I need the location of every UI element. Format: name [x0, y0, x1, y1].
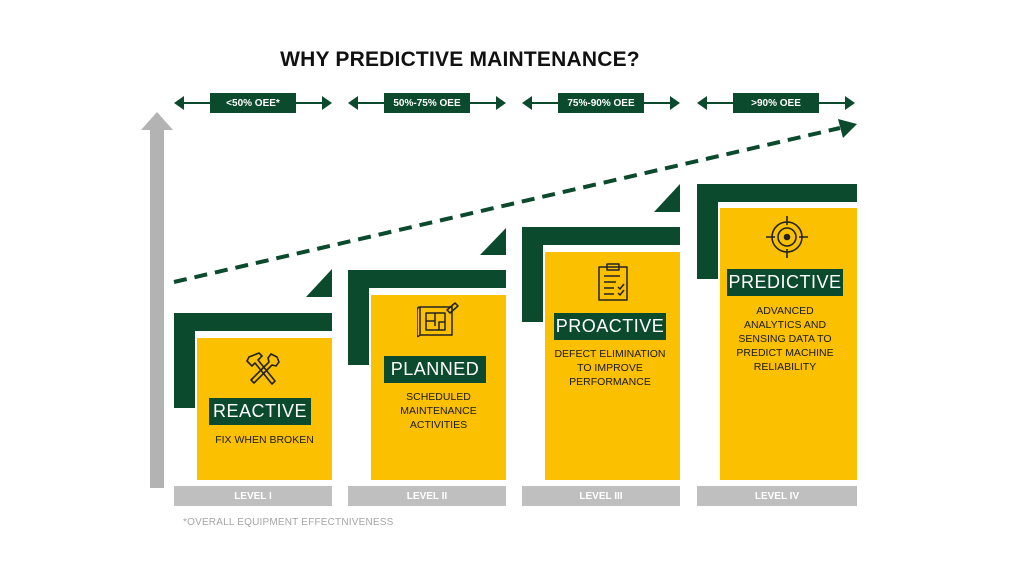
level-label-3: LEVEL III — [522, 486, 680, 506]
stage-description-predictive: ADVANCED ANALYTICS AND SENSING DATA TO P… — [736, 305, 834, 373]
level-label-4: LEVEL IV — [697, 486, 857, 506]
stage-badge-proactive: PROACTIVE — [554, 313, 666, 340]
level-label-1: LEVEL I — [174, 486, 332, 506]
diagram-title: WHY PREDICTIVE MAINTENANCE? — [280, 48, 640, 71]
oee-range-2: 50%-75% OEE — [348, 93, 506, 113]
step-frame-2 — [348, 270, 506, 365]
step-frame-4 — [697, 184, 857, 279]
stage-description-reactive: FIX WHEN BROKEN — [215, 434, 314, 446]
stage-description-proactive: DEFECT ELIMINATION TO IMPROVE PERFORMANC… — [554, 348, 666, 388]
step-frame-1 — [174, 313, 332, 408]
oee-range-label: 75%-90% OEE — [558, 93, 644, 113]
oee-range-3: 75%-90% OEE — [522, 93, 680, 113]
oee-range-4: >90% OEE — [697, 93, 855, 113]
step-corner-3 — [654, 184, 680, 212]
oee-range-label: >90% OEE — [733, 93, 819, 113]
stage-description-planned: SCHEDULED MAINTENANCE ACTIVITIES — [400, 391, 477, 431]
target-icon — [766, 216, 808, 258]
hammer-wrench-icon — [246, 352, 280, 385]
oee-range-label: 50%-75% OEE — [384, 93, 470, 113]
checklist-clipboard-icon — [598, 263, 628, 301]
level-label-2: LEVEL II — [348, 486, 506, 506]
stage-card-proactive — [545, 252, 680, 480]
step-corner-1 — [306, 269, 332, 297]
blueprint-icon — [417, 302, 459, 338]
step-frame-3 — [522, 227, 680, 322]
stage-badge-planned: PLANNED — [384, 356, 486, 383]
footnote: *OVERALL EQUIPMENT EFFECTNIVENESS — [183, 517, 394, 528]
step-corner-2 — [480, 228, 506, 255]
stage-badge-predictive: PREDICTIVE — [727, 269, 843, 296]
oee-range-label: <50% OEE* — [210, 93, 296, 113]
oee-range-1: <50% OEE* — [174, 93, 332, 113]
stage-card-predictive — [720, 208, 857, 480]
reliability-axis-arrow — [141, 112, 173, 488]
stage-badge-reactive: REACTIVE — [209, 398, 311, 425]
